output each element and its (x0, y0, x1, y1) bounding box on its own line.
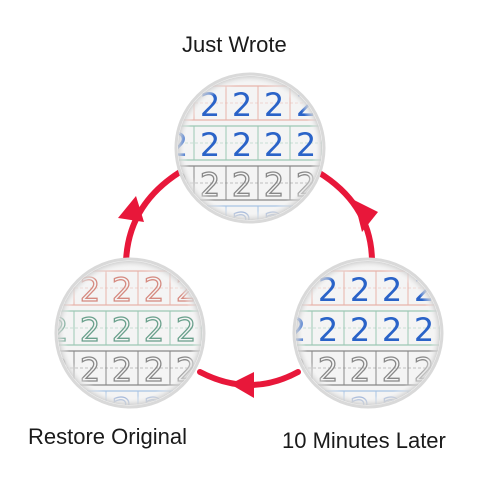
practice-digit: 2 (414, 391, 434, 429)
practice-digit: 2 (286, 391, 306, 429)
practice-digit: 2 (446, 391, 466, 429)
arrowhead-bottom (230, 372, 254, 398)
cycle-arrows (118, 169, 378, 398)
practice-digit: 2 (296, 206, 316, 244)
practice-digit: 2 (328, 206, 348, 244)
practice-digit: 2 (176, 391, 196, 429)
practice-digit: 2 (208, 311, 228, 349)
practice-digit: 2 (446, 311, 466, 349)
practice-digit: 2 (328, 126, 348, 164)
practice-digit: 2 (208, 271, 228, 309)
practice-digit: 2 (48, 391, 68, 429)
arrowhead-left (118, 196, 144, 222)
arrowhead-right (354, 200, 378, 232)
practice-digit: 2 (446, 271, 466, 309)
practice-digit: 2 (208, 391, 228, 429)
restore-original-label: Restore Original (28, 424, 187, 449)
ten-minutes-later-label: 10 Minutes Later (282, 428, 446, 453)
practice-digit: 2 (168, 206, 188, 244)
practice-digit: 2 (446, 351, 466, 389)
just-wrote-label: Just Wrote (182, 32, 287, 57)
practice-digit: 2 (328, 86, 348, 124)
